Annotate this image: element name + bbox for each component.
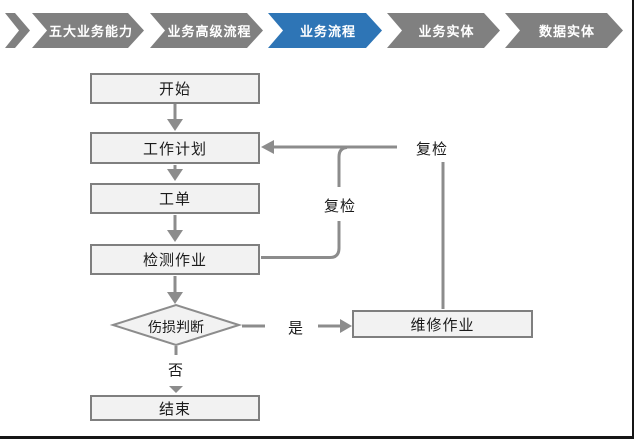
nav-item-label: 业务实体: [418, 24, 475, 39]
connector-recheck-loop-upper: [337, 146, 348, 187]
flow-node-start: 开始: [90, 73, 260, 104]
flow-node-label: 工单: [158, 191, 191, 208]
arrowhead-left-icon: [261, 140, 274, 154]
nav-item-business-process[interactable]: 业务流程: [268, 13, 382, 48]
nav-item-data-entity[interactable]: 数据实体: [505, 13, 623, 48]
flow-node-repair: 维修作业: [352, 310, 533, 338]
arrowhead-small-down-icon: [169, 386, 183, 393]
nav-item-business-advanced-process[interactable]: 业务高级流程: [150, 13, 263, 48]
flow-node-label: 开始: [158, 81, 191, 98]
connector-recheck-loop-lower: [261, 221, 341, 259]
process-nav: 五大业务能力 业务高级流程 业务流程 业务实体 数据实体: [0, 0, 634, 60]
nav-item-label: 五大业务能力: [48, 24, 133, 39]
flow-node-damage-decision-shape: [109, 303, 243, 347]
nav-item-label: 业务高级流程: [167, 24, 252, 39]
flow-node-end: 结束: [90, 395, 260, 421]
flow-node-label: 维修作业: [410, 316, 475, 334]
edge-label-recheck-loop: 复检: [323, 198, 356, 215]
flow-node-label: 检测作业: [142, 252, 207, 269]
arrowhead-down-icon: [167, 119, 183, 131]
nav-item-business-entity[interactable]: 业务实体: [387, 13, 500, 48]
arrowhead-down-icon: [167, 230, 183, 242]
flow-node-damage-decision-label: 伤损判断: [148, 319, 204, 335]
edge-label-no: 否: [167, 362, 184, 379]
edge-label-recheck-top: 复检: [415, 141, 448, 158]
arrowhead-down-icon: [167, 292, 183, 304]
flow-node-label: 工作计划: [142, 140, 207, 158]
nav-item-five-business-capabilities[interactable]: 五大业务能力: [32, 13, 144, 48]
arrowhead-down-icon: [167, 169, 183, 181]
flow-node-work-order: 工单: [90, 183, 260, 214]
arrowhead-right-icon: [340, 319, 352, 333]
flow-node-label: 结束: [158, 400, 191, 418]
nav-item-label: 业务流程: [299, 24, 356, 39]
nav-item-label: 数据实体: [538, 24, 595, 39]
flow-node-work-plan: 工作计划: [90, 132, 260, 164]
flow-node-inspection: 检测作业: [90, 244, 260, 275]
edge-label-yes: 是: [287, 320, 304, 337]
